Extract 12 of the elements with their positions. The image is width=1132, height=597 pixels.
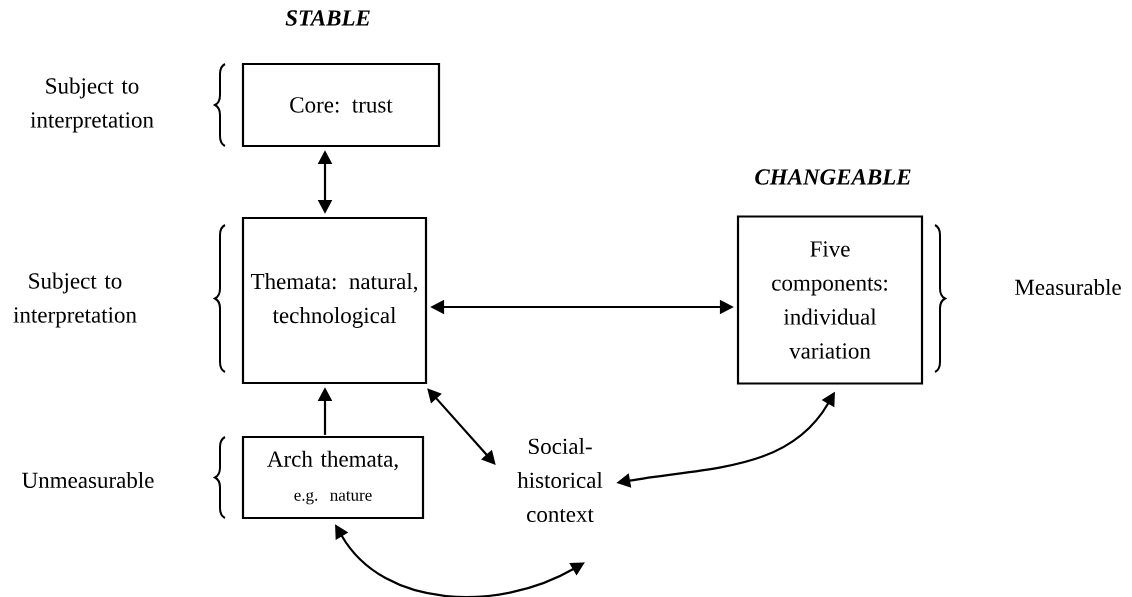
side-label: Unmeasurable [22,471,154,489]
side-label: Subject to interpretation [30,77,154,133]
heading: CHANGEABLE [755,169,911,185]
text-box: Themata: natural, technological [241,216,428,385]
text-box: Core: trust [241,62,441,148]
text-box: Arch themata, e.g. nature [241,435,425,520]
heading: STABLE [285,10,370,26]
side-label: Subject to interpretation [13,272,137,328]
arrow [427,388,496,465]
text-label: Social-historical context [517,437,603,523]
text-box: Five components: individual variation [736,215,924,385]
side-label: Measurable [1015,278,1121,296]
